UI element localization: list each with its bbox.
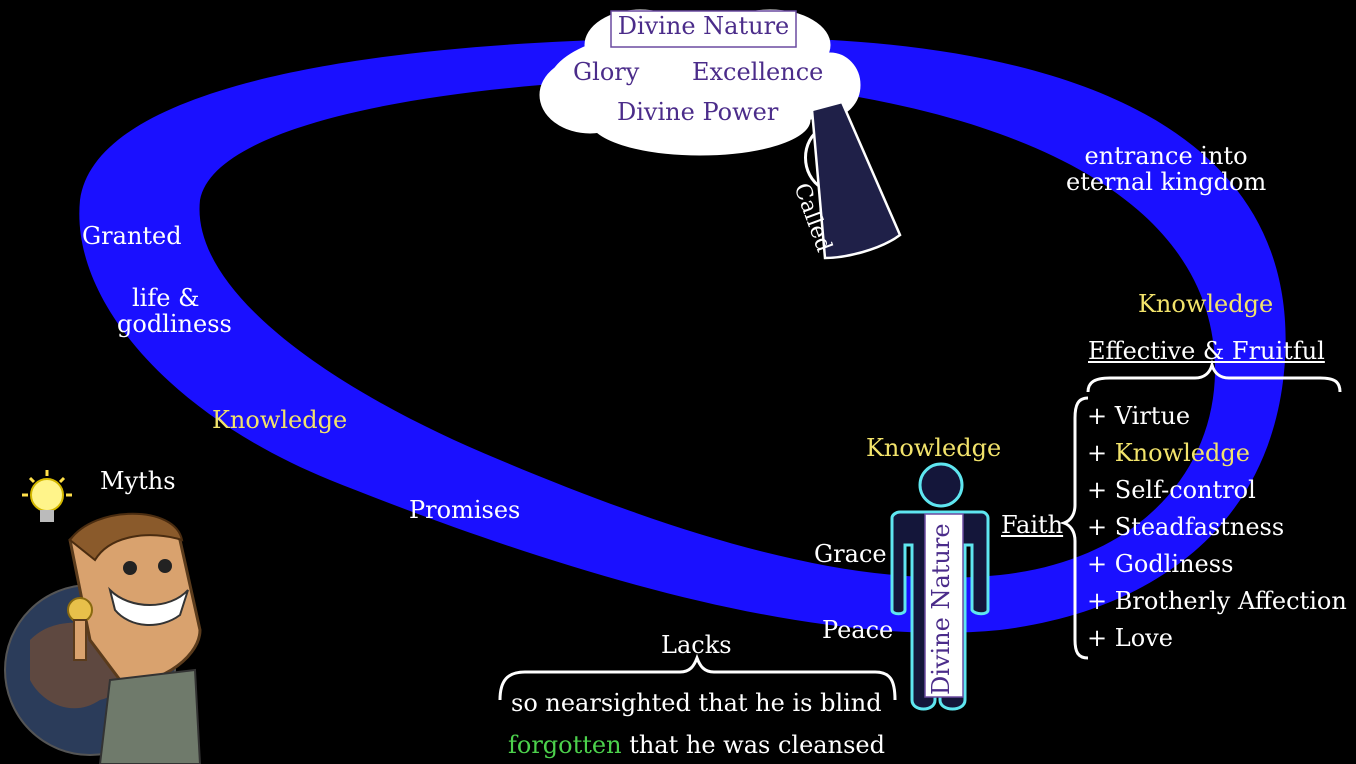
lightbulb-icon <box>22 470 72 522</box>
